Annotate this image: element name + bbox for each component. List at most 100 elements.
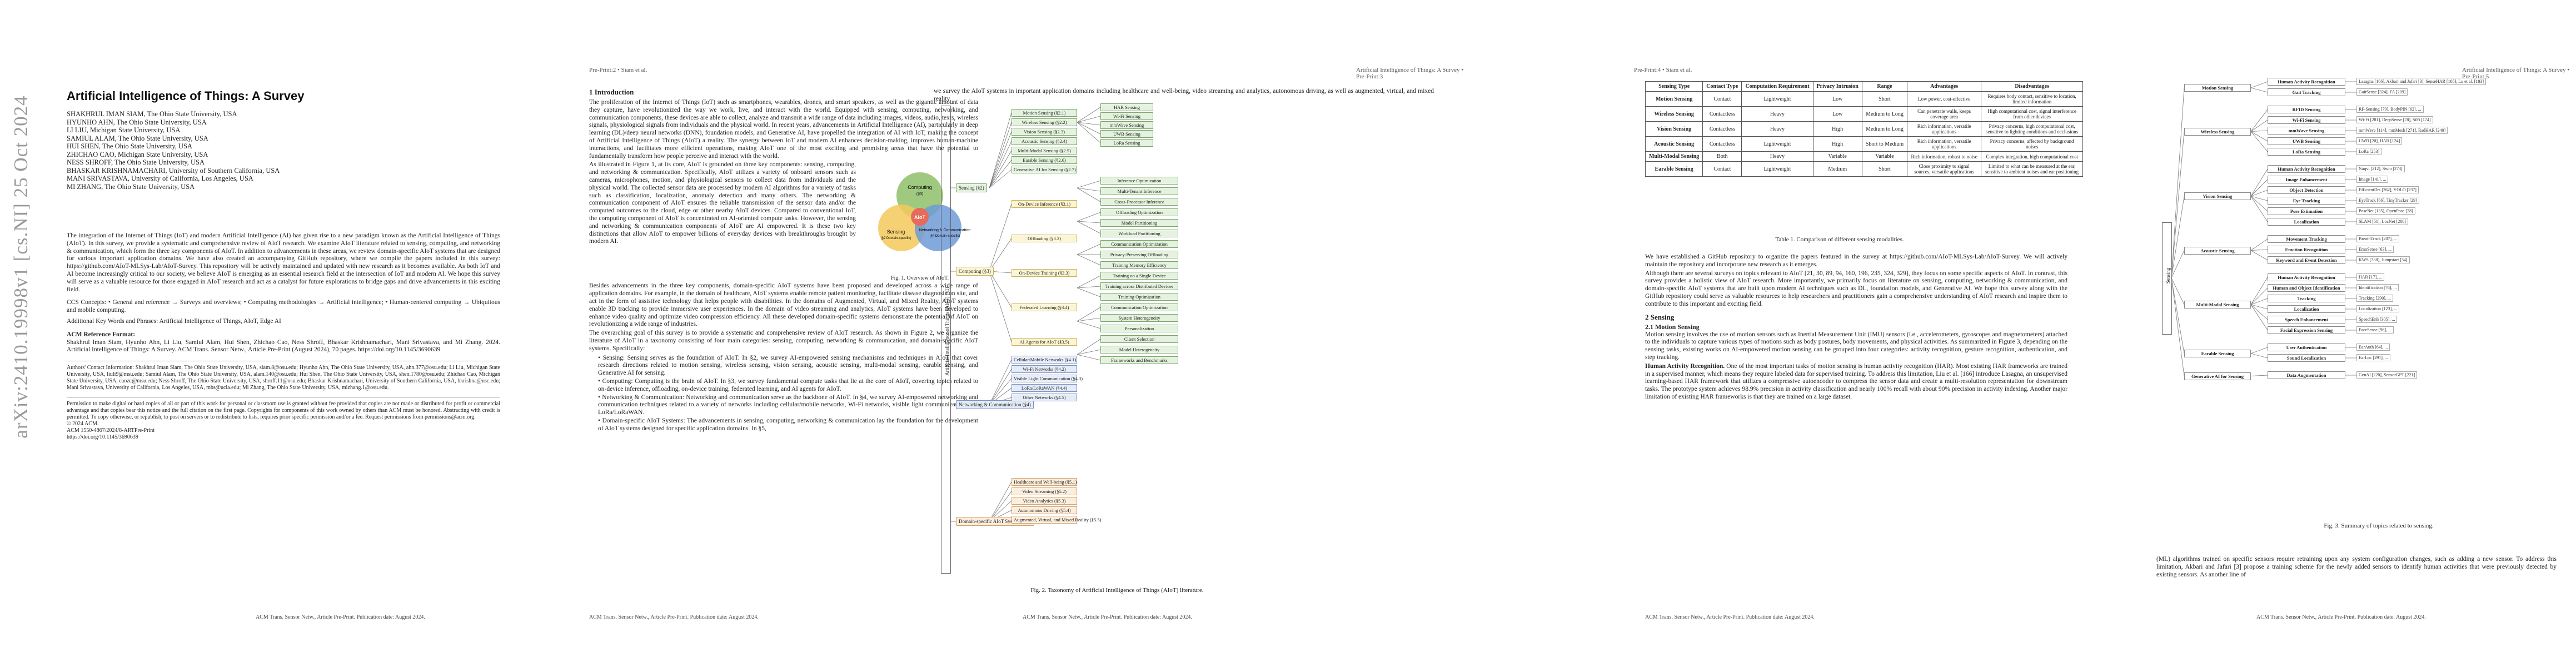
connector-line xyxy=(1077,221,1101,223)
table-cell: Wireless Sensing xyxy=(1645,106,1703,122)
taxonomy-leaf: Model Heterogeneity xyxy=(1100,346,1178,354)
ccs-concepts: CCS Concepts: • General and reference → … xyxy=(67,299,500,314)
section-heading: 2 Sensing xyxy=(1645,312,1675,321)
table-cell: Can penetrate walls, keeps coverage area xyxy=(1907,106,1982,122)
taxonomy-item: Generative AI for Sensing (§2.7) xyxy=(1012,166,1077,173)
author-entry: MANI SRIVASTAVA, University of Californi… xyxy=(67,175,253,182)
connector-line xyxy=(2171,131,2185,278)
connector-line xyxy=(2250,375,2268,376)
connector-line xyxy=(989,203,1012,272)
tree-category: Generative AI for Sensing xyxy=(2184,372,2251,380)
connector-line xyxy=(989,271,1012,342)
paper-title: Artificial Intelligence of Things: A Sur… xyxy=(67,89,305,103)
running-header-left: Pre-Print:4 • Siam et al. xyxy=(1634,67,1692,73)
connector-line xyxy=(2250,347,2268,354)
venn-computing-sub: (§3) xyxy=(916,192,923,196)
table-cell: Low xyxy=(1812,106,1862,122)
tree-refs: PoseNet [135], OpenPose [38] xyxy=(2356,207,2415,215)
table-cell: Low power, cost-effective xyxy=(1907,91,1982,107)
tree-refs: FaceSense [96], ... xyxy=(2356,326,2394,334)
author-entry: NESS SHROFF, The Ohio State University, … xyxy=(67,158,205,166)
connector-line xyxy=(2250,196,2268,222)
connector-line xyxy=(2250,249,2268,251)
connector-line xyxy=(989,271,1012,308)
connector-line xyxy=(989,160,1012,188)
connector-line xyxy=(1077,122,1101,143)
connector-line xyxy=(1077,317,1101,322)
connector-line xyxy=(1077,116,1101,123)
connector-line xyxy=(2171,277,2185,376)
connector-line xyxy=(1077,349,1101,355)
connector-line xyxy=(2250,130,2268,132)
tree-topic: Human and Object Identification xyxy=(2268,284,2345,292)
table-cell: Heavy xyxy=(1741,106,1813,122)
connector-line xyxy=(1077,122,1101,135)
connector-line xyxy=(989,359,1012,405)
taxonomy-leaf: Communication Optimization xyxy=(1100,303,1178,311)
tree-topic: Object Detection xyxy=(2268,186,2345,194)
connector-line xyxy=(989,150,1012,188)
figure-2-caption: Fig. 2. Taxonomy of Artificial Intellige… xyxy=(1030,587,1204,594)
connector-line xyxy=(2250,81,2268,88)
tree-topic: Localization xyxy=(2268,218,2345,226)
acm-reference: Shakhrul Iman Siam, Hyunho Ahn, Li Liu, … xyxy=(67,339,500,354)
taxonomy-item: Cellular/Mobile Networks (§4.1) xyxy=(1012,356,1077,364)
tree-refs: EarAuth [64], ... xyxy=(2356,344,2390,351)
figure-3-caption: Fig. 3. Summary of topics related to sen… xyxy=(2324,522,2434,529)
connector-line xyxy=(1077,254,1101,266)
page-footer: ACM Trans. Sensor Netw., Article Pre-Pri… xyxy=(1023,614,1192,620)
tree-topic: Tracking xyxy=(2268,295,2345,302)
section-heading: 1 Introduction xyxy=(589,88,634,96)
connector-line xyxy=(2250,120,2268,132)
paragraph: (ML) algorithms trained on specific sens… xyxy=(2156,556,2557,578)
taxonomy-leaf: Offloading Optimization xyxy=(1100,208,1178,216)
tree-topic: Facial Expression Sensing xyxy=(2268,326,2345,334)
page-footer: ACM Trans. Sensor Netw., Article Pre-Pri… xyxy=(589,614,759,620)
tree-topic: mmWave Sensing xyxy=(2268,127,2345,135)
table-cell: Contactless xyxy=(1702,121,1742,137)
taxonomy-leaf: Cross-Processor Inference xyxy=(1100,198,1178,206)
table-cell: Both xyxy=(1702,151,1742,162)
taxonomy-item: Earable Sensing (§2.6) xyxy=(1012,156,1077,164)
paragraph: The overarching goal of this survey is t… xyxy=(589,330,978,352)
connector-line xyxy=(2171,250,2185,278)
connector-line xyxy=(1077,287,1101,297)
taxonomy-category: Computing (§3) xyxy=(956,267,994,276)
table-cell: Contactless xyxy=(1702,136,1742,152)
connector-line xyxy=(2171,277,2185,305)
author-entry: LI LIU, Michigan State University, USA xyxy=(67,126,181,134)
taxonomy-leaf: Training on a Single Device xyxy=(1100,272,1178,280)
connector-line xyxy=(2250,131,2268,152)
tree-refs: LoRa [253] xyxy=(2356,148,2382,155)
paragraph: We have established a GitHub repository … xyxy=(1645,253,2067,268)
tree-topic: Sound Localization xyxy=(2268,354,2345,362)
bullet-item: • Domain-specific AIoT Systems: The adva… xyxy=(598,417,978,432)
arxiv-id: arXiv:2410.19998v1 [cs.NI] 25 Oct 2024 xyxy=(10,95,32,439)
connector-line xyxy=(1077,243,1101,255)
taxonomy-leaf: Multi-Tenant Inference xyxy=(1100,187,1178,195)
taxonomy-item: Motion Sensing (§2.1) xyxy=(1012,109,1077,117)
running-header-left: Pre-Print:2 • Siam et al. xyxy=(589,67,647,73)
running-header-right: Artificial Intelligence of Things: A Sur… xyxy=(1356,67,1464,80)
taxonomy-item: On-Device Training (§3.3) xyxy=(1012,269,1077,277)
connector-line xyxy=(2250,196,2268,212)
connector-line xyxy=(2250,168,2268,197)
table-cell: Heavy xyxy=(1741,121,1813,137)
taxonomy-leaf: HAR Sensing xyxy=(1100,103,1153,111)
tree-category: Wireless Sensing xyxy=(2184,127,2251,136)
tree-topic: Eye Tracking xyxy=(2268,197,2345,205)
author-entry: SAMIUL ALAM, The Ohio State University, … xyxy=(67,134,208,142)
taxonomy-leaf: mmWave Sensing xyxy=(1100,121,1153,129)
tree-topic: Human Activity Recognition xyxy=(2268,165,2345,173)
author-entry: MI ZHANG, The Ohio State University, USA xyxy=(67,182,195,191)
table-cell: Contact xyxy=(1702,91,1742,107)
paragraph: As illustrated in Figure 1, at its core,… xyxy=(589,161,856,245)
bullet-item: • Sensing: Sensing serves as the foundat… xyxy=(598,354,978,377)
tree-topic: Image Enhancement xyxy=(2268,176,2345,183)
connector-line xyxy=(1077,107,1101,123)
permission-notice: Permission to make digital or hard copie… xyxy=(67,401,500,421)
table-cell: Short xyxy=(1861,91,1908,107)
page-footer: ACM Trans. Sensor Netw., Article Pre-Pri… xyxy=(256,614,425,620)
